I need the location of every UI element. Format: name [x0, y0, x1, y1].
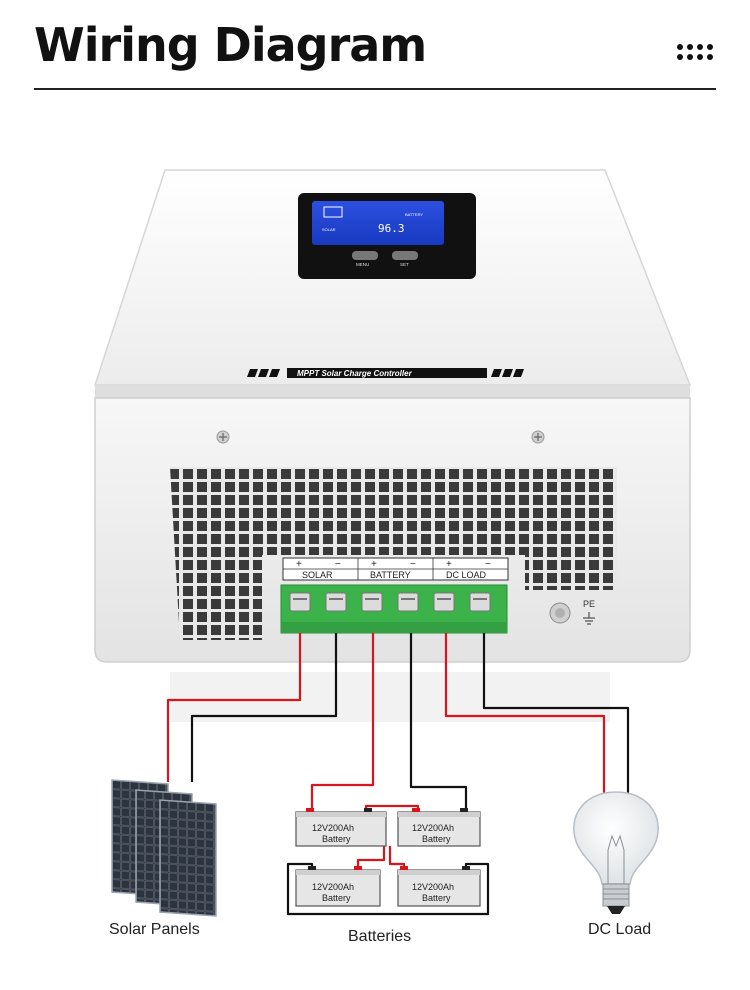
screw-icon [216, 430, 230, 444]
battery-type: Battery [322, 834, 351, 844]
svg-text:+: + [446, 559, 452, 570]
pe-label: PE [583, 599, 595, 609]
dots-grid-icon [677, 44, 713, 60]
battery-type: Battery [422, 893, 451, 903]
ground-terminal: PE [549, 599, 595, 625]
load-negative-wire [482, 633, 630, 796]
svg-text:−: − [485, 559, 491, 570]
page-title: Wiring Diagram [34, 18, 427, 72]
svg-text:+: + [296, 559, 302, 570]
floor-reflection [170, 672, 610, 722]
brand-strip-label: MPPT Solar Charge Controller [297, 369, 413, 378]
battery-type: Battery [422, 834, 451, 844]
solar-negative-wire [190, 633, 338, 782]
lcd-panel: SOLAR BATTERY 96.3 MENU SET [298, 193, 476, 279]
lcd-solar-label: SOLAR [322, 227, 336, 232]
battery-bank: 12V200Ah Battery 12V200Ah Battery 12V200… [295, 808, 481, 907]
svg-text:−: − [410, 559, 416, 570]
light-bulb-icon [573, 791, 659, 914]
battery-spec: 12V200Ah [312, 823, 354, 833]
screw-icon [531, 430, 545, 444]
solar-panels-caption: Solar Panels [109, 921, 200, 938]
solar-panels [111, 779, 217, 917]
battery: 12V200Ah Battery [295, 866, 381, 907]
brand-strip: MPPT Solar Charge Controller [247, 368, 524, 378]
vent-grille [170, 467, 617, 640]
terminal-label-dc-load: DC LOAD [446, 570, 487, 580]
terminal-label-strip: + − + − + − SOLAR BATTERY DC LOAD [282, 557, 509, 581]
battery: 12V200Ah Battery [397, 808, 481, 847]
menu-button-label: MENU [356, 262, 369, 267]
title-divider [34, 88, 716, 90]
terminal-block [280, 584, 508, 634]
dc-load-caption: DC Load [588, 921, 651, 938]
ground-icon [583, 612, 595, 625]
terminal-label-solar: SOLAR [302, 570, 333, 580]
solar-positive-wire [166, 633, 302, 782]
batteries-caption: Batteries [348, 928, 411, 945]
battery-type: Battery [322, 893, 351, 903]
svg-text:+: + [371, 559, 377, 570]
battery: 12V200Ah Battery [397, 866, 481, 907]
svg-text:−: − [335, 559, 341, 570]
battery-spec: 12V200Ah [412, 823, 454, 833]
battery-spec: 12V200Ah [412, 882, 454, 892]
battery-positive-wire [310, 633, 375, 812]
lcd-battery-label: BATTERY [405, 212, 423, 217]
charge-controller: SOLAR BATTERY 96.3 MENU SET MPPT Solar C… [93, 169, 692, 663]
battery-spec: 12V200Ah [312, 882, 354, 892]
lcd-value: 96.3 [378, 222, 405, 235]
set-button-label: SET [400, 262, 409, 267]
battery: 12V200Ah Battery [295, 808, 387, 847]
load-positive-wire [444, 633, 606, 796]
battery-negative-wire [409, 633, 468, 812]
terminal-label-battery: BATTERY [370, 570, 411, 580]
